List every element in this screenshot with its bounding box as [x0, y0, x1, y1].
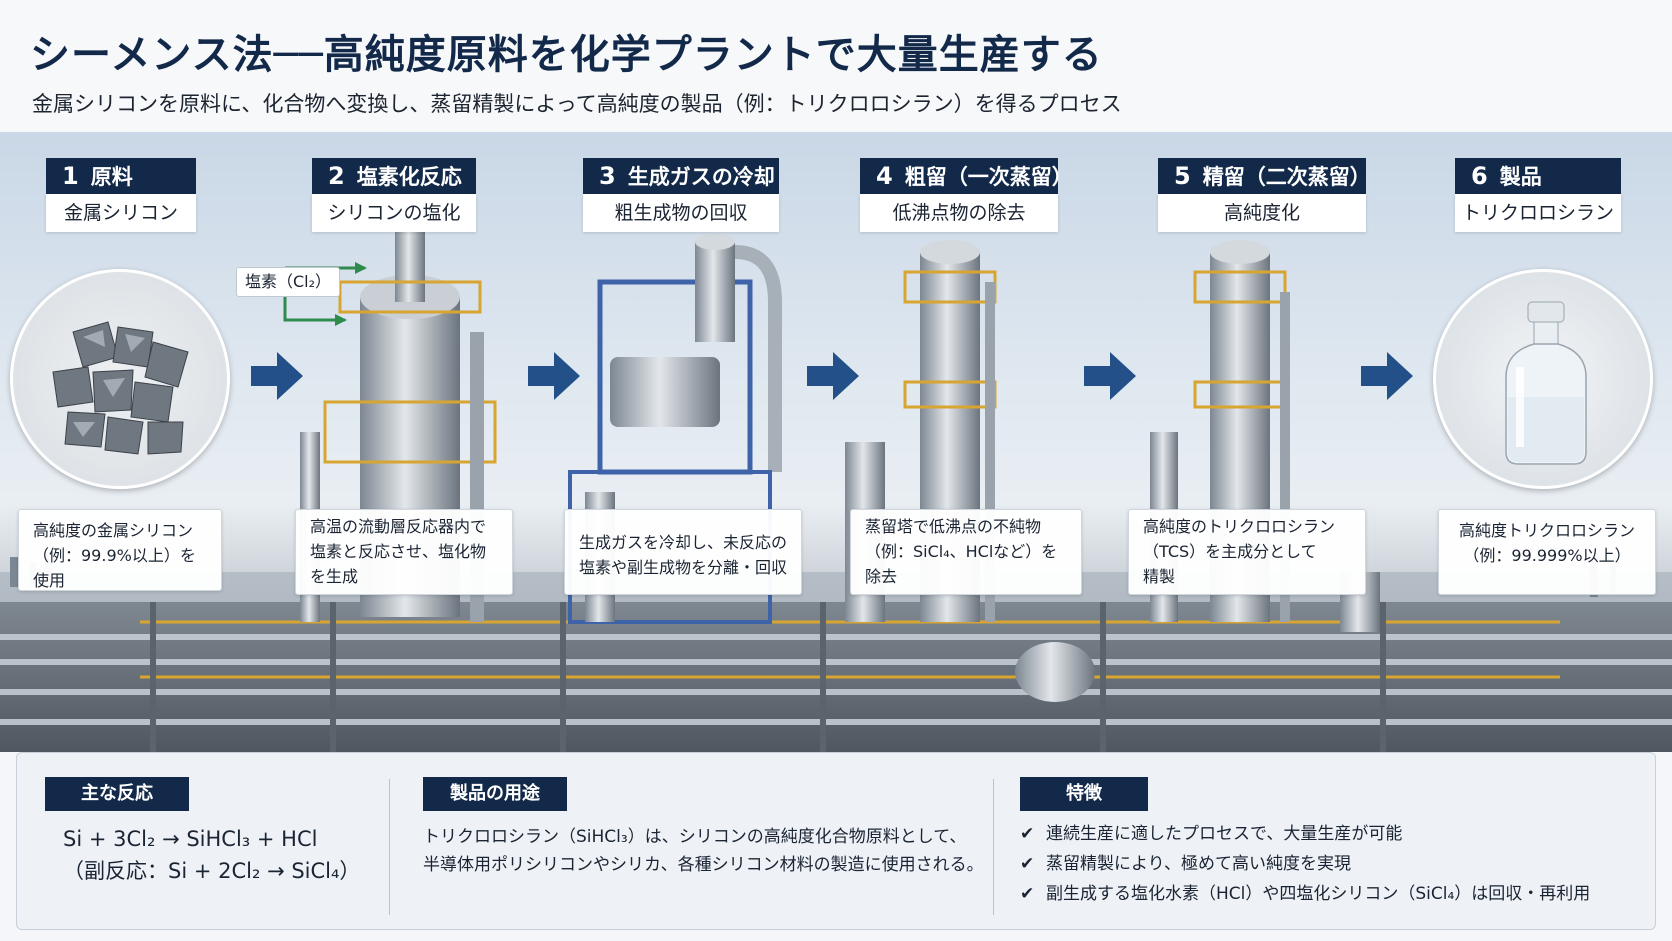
feature-item: ✔蒸留精製により、極めて高い純度を実現: [1020, 849, 1590, 879]
reaction-tag: 主な反応: [45, 777, 189, 811]
step-6-description: 高純度トリクロロシラン（例：99.999%以上）: [1438, 509, 1656, 595]
summary-panel: 主な反応 Si + 3Cl₂ → SiHCl₃ + HCl （副反応：Si + …: [16, 752, 1656, 930]
plant-scene: [0, 132, 1672, 752]
metal-silicon-image: [10, 269, 230, 489]
feature-item: ✔連続生産に適したプロセスで、大量生産が可能: [1020, 819, 1590, 849]
step-4-description: 蒸留塔で低沸点の不純物（例：SiCl₄、HClなど）を除去: [850, 509, 1082, 595]
step-2-description: 高温の流動層反応器内で塩素と反応させ、塩化物を生成: [295, 509, 513, 595]
arrow-right-icon: [1361, 352, 1413, 400]
step-5-description: 高純度のトリクロロシラン（TCS）を主成分として精製: [1128, 509, 1366, 595]
step-subtitle: シリコンの塩化: [312, 194, 476, 232]
plant-illustration: [0, 192, 1672, 752]
check-icon: ✔: [1020, 884, 1035, 904]
step-subtitle: 低沸点物の除去: [860, 194, 1058, 232]
step-subtitle: 金属シリコン: [46, 194, 196, 232]
main-reaction: Si + 3Cl₂ → SiHCl₃ + HCl: [63, 827, 318, 851]
features-list: ✔連続生産に適したプロセスで、大量生産が可能 ✔蒸留精製により、極めて高い純度を…: [1020, 819, 1590, 909]
step-subtitle: トリクロロシラン: [1455, 194, 1621, 232]
column-divider: [389, 779, 390, 915]
step-3-description: 生成ガスを冷却し、未反応の塩素や副生成物を分離・回収: [564, 509, 802, 595]
usage-text: トリクロロシラン（SiHCl₃）は、シリコンの高純度化合物原料として、半導体用ポ…: [423, 827, 984, 875]
product-bottle-image: [1433, 269, 1653, 489]
check-icon: ✔: [1020, 854, 1035, 874]
arrow-right-icon: [251, 352, 303, 400]
arrow-right-icon: [1084, 352, 1136, 400]
check-icon: ✔: [1020, 824, 1035, 844]
arrow-right-icon: [807, 352, 859, 400]
page-title: シーメンス法──高純度原料を化学プラントで大量生産する: [30, 32, 1103, 78]
step-subtitle: 粗生成物の回収: [583, 194, 779, 232]
header: シーメンス法──高純度原料を化学プラントで大量生産する 金属シリコンを原料に、化…: [0, 0, 1672, 132]
usage-tag: 製品の用途: [423, 777, 567, 811]
chlorine-feed-label: 塩素（Cl₂）: [236, 267, 341, 297]
side-reaction: （副反応：Si + 2Cl₂ → SiCl₄）: [63, 859, 361, 883]
column-divider: [993, 779, 994, 915]
step-1-description: 高純度の金属シリコン（例：99.9%以上）を使用: [18, 509, 222, 591]
page-subtitle: 金属シリコンを原料に、化合物へ変換し、蒸留精製によって高純度の製品（例：トリクロ…: [32, 92, 1122, 116]
feature-item: ✔副生成する塩化水素（HCl）や四塩化シリコン（SiCl₄）は回収・再利用: [1020, 879, 1590, 909]
arrow-right-icon: [528, 352, 580, 400]
features-tag: 特徴: [1020, 777, 1148, 811]
step-subtitle: 高純度化: [1158, 194, 1366, 232]
